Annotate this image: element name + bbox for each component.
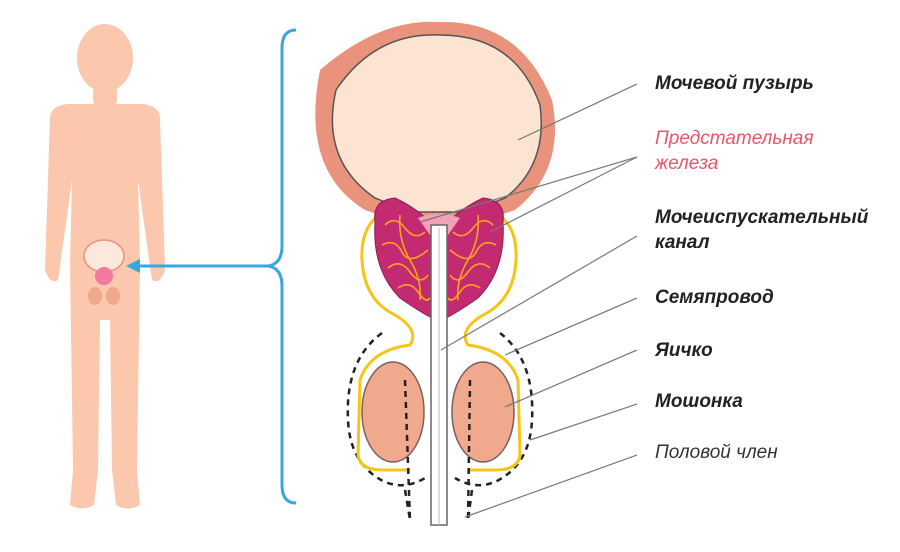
label-bladder: Мочевой пузырь [655,73,814,94]
bracket [267,28,297,505]
left-testicle [361,361,425,463]
label-urethra-line2: канал [655,232,710,253]
testicles [361,361,515,463]
label-vas-deferens: Семяпровод [655,287,774,308]
mini-organs [83,239,125,305]
leader-lines [419,83,638,518]
label-urethra-line1: Мочеиспускательный [655,207,869,228]
vas-deferens [356,208,522,472]
label-prostate-line1: Предстательная [655,128,814,149]
pointer-arrow-head [126,259,140,273]
testicle-ducts [403,379,472,521]
bladder [315,21,556,225]
label-testicle: Яичко [655,340,713,361]
human-silhouette [45,24,165,509]
label-penis: Половой член [655,442,778,463]
label-prostate-line2: железа [655,153,719,174]
urethra [430,224,448,526]
right-testicle [451,361,515,463]
label-scrotum: Мошонка [655,391,743,412]
